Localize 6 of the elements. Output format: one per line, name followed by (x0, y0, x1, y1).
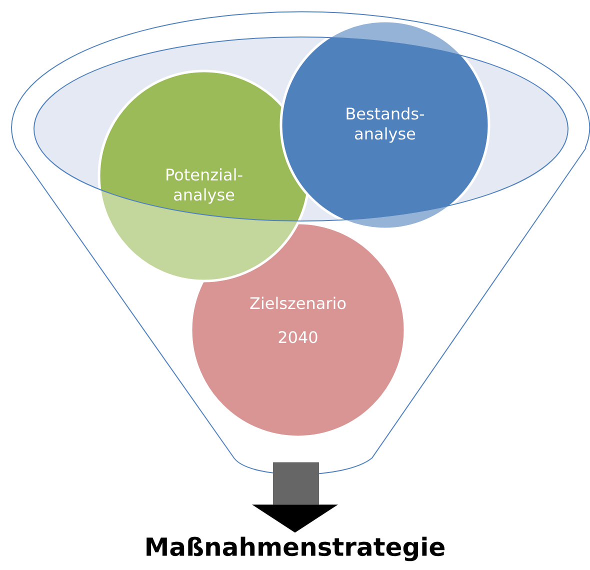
funnel-drawing (11, 11, 590, 475)
block-arrow (252, 462, 338, 533)
result-text: Maßnahmenstrategie (146, 536, 444, 562)
bubble: Zielszenario 2040 (190, 222, 406, 438)
bubble: Bestands- analyse (280, 20, 490, 230)
bubble: Potenzial- analyse (98, 70, 310, 282)
